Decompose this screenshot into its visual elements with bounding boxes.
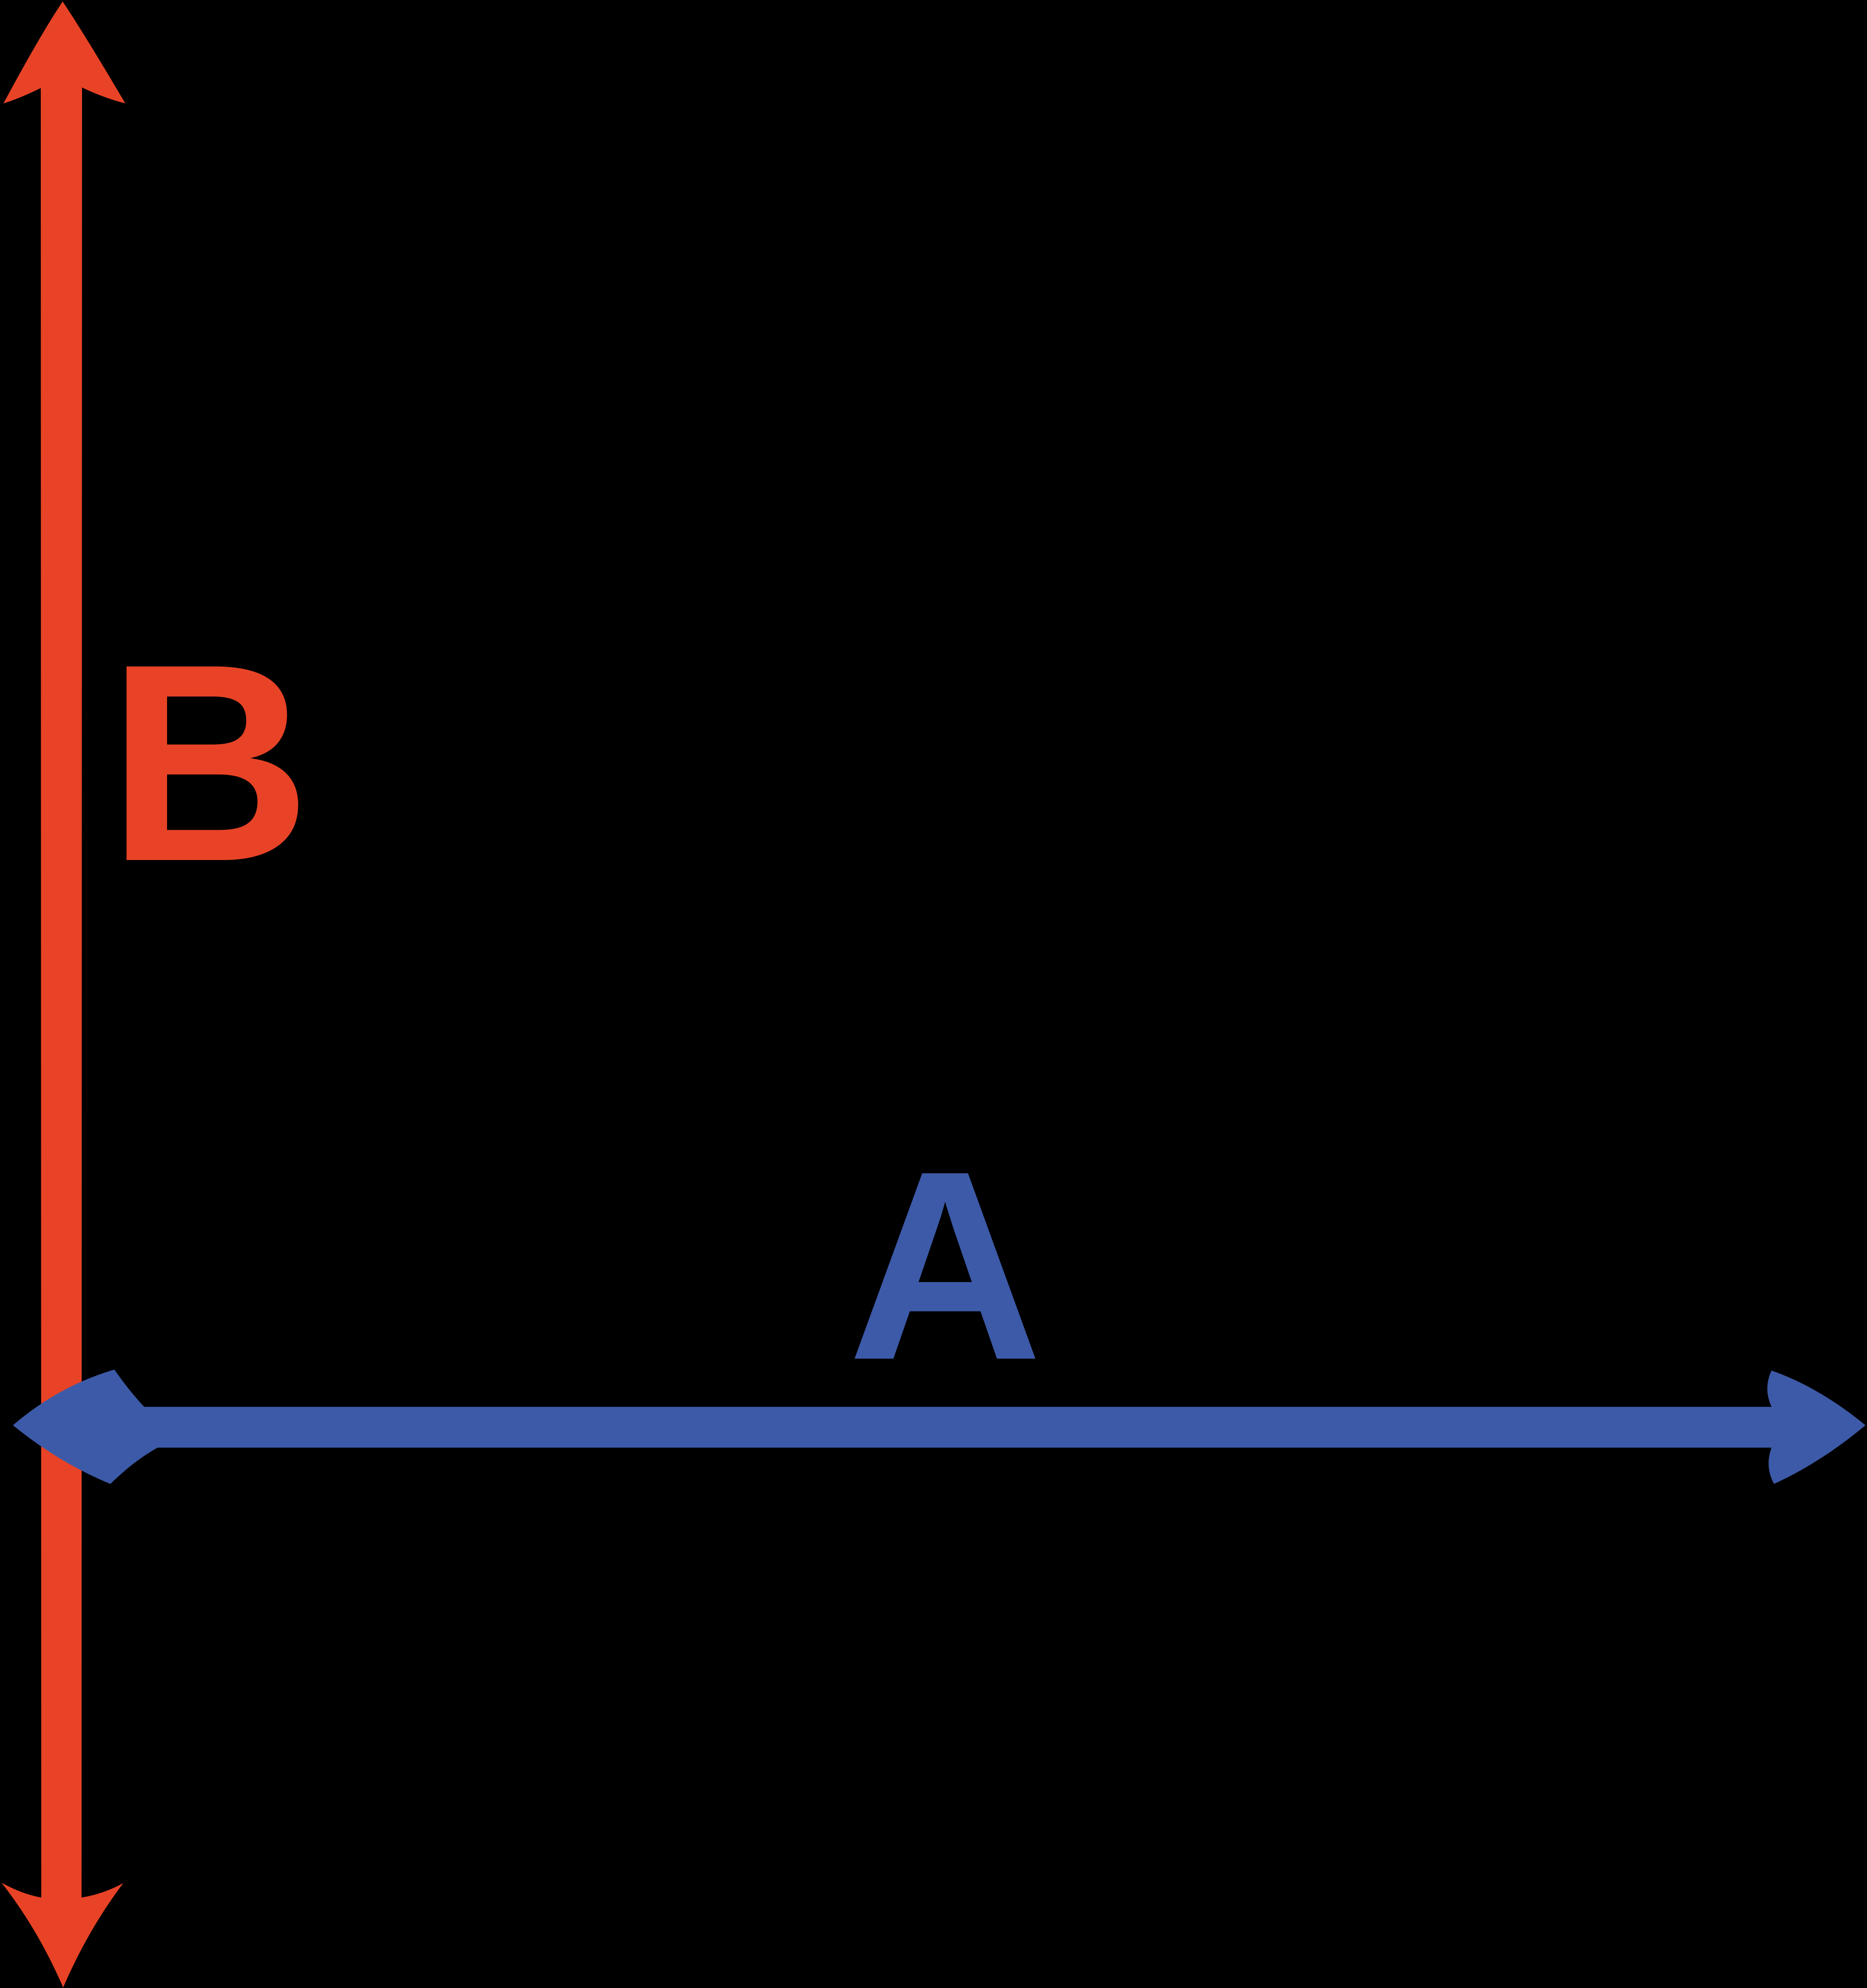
label-b: B bbox=[108, 605, 311, 920]
line-b-double-arrow-icon bbox=[1, 1, 125, 1988]
line-a-double-arrow-icon bbox=[13, 1370, 1866, 1484]
label-a: A bbox=[848, 1115, 1042, 1416]
